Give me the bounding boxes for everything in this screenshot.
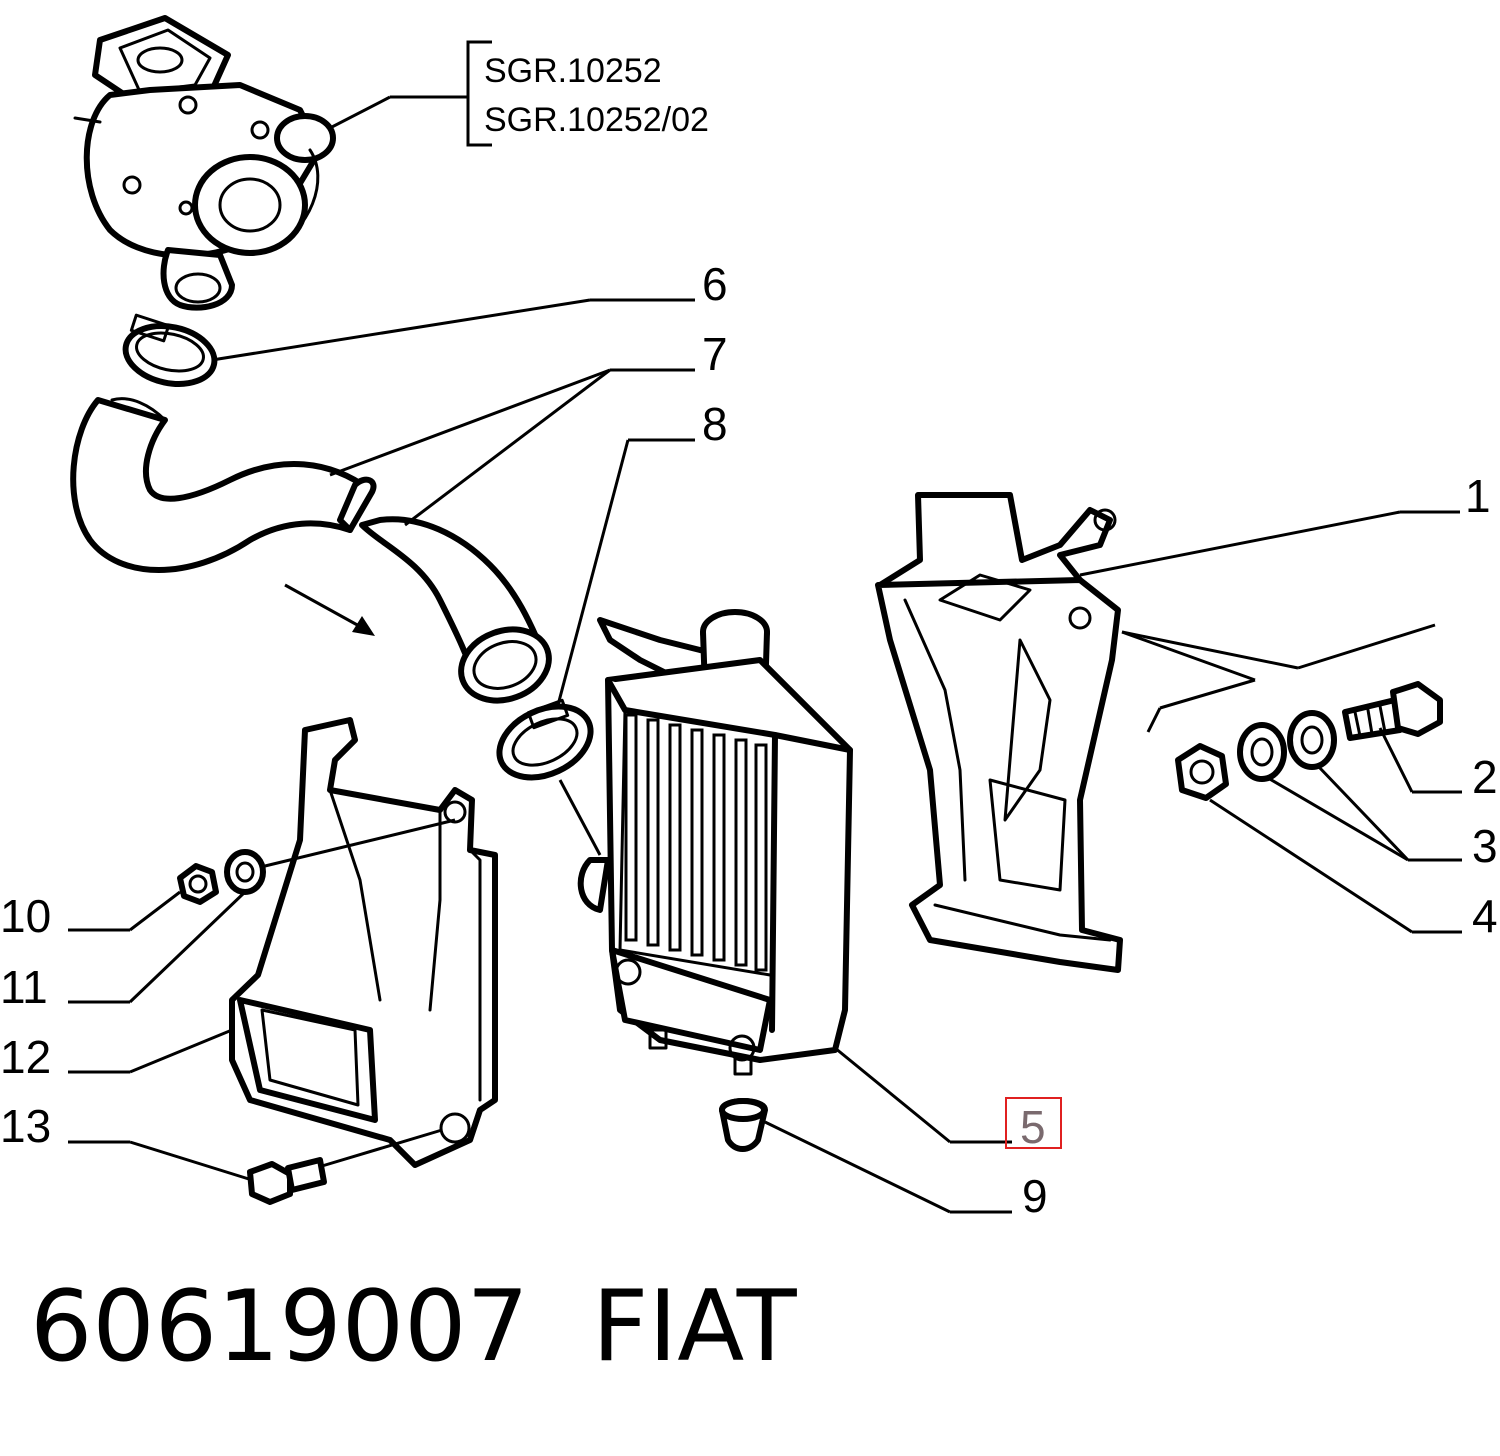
part-number: 60619007 [30,1270,529,1384]
mounting-bracket-drawing [875,492,1123,973]
callout-3: 3 [1472,820,1498,872]
callout-9: 9 [1022,1170,1048,1222]
turbocharger-drawing [73,15,336,311]
callout-2: 2 [1472,751,1498,803]
bolt-2-drawing [1342,681,1443,741]
hose-clamp-lower-drawing [496,698,594,781]
callout-13: 13 [0,1100,51,1152]
nut-4-drawing [1175,743,1229,801]
callout-7: 7 [702,328,728,380]
callout-12: 12 [0,1031,51,1083]
callout-11: 11 [0,961,48,1013]
callout-4: 4 [1472,890,1498,942]
washer-3a-drawing [1287,710,1337,770]
nut-10-drawing [177,863,219,905]
callout-5-highlighted: 5 [1020,1101,1046,1153]
bolt-13-drawing [247,1157,327,1205]
leader-lines [68,298,1462,1214]
washer-11-drawing [224,849,266,895]
grommet-9-drawing [719,1098,768,1152]
callout-labels: 1 2 3 4 5 6 7 8 9 10 11 12 13 [0,258,1498,1222]
flow-arrow [284,583,375,636]
brand-name: FIAT [592,1270,797,1384]
air-duct-drawing [229,717,498,1168]
intake-hose-drawing [70,397,552,704]
callout-8: 8 [702,398,728,450]
reference-code-1: SGR.10252 [484,52,662,90]
washer-3b-drawing [1237,722,1287,782]
reference-bracket: SGR.10252 SGR.10252/02 [329,40,709,147]
highlight-box [1005,1097,1062,1149]
callout-10: 10 [0,890,51,942]
hose-clamp-upper-drawing [122,313,218,387]
callout-1: 1 [1465,470,1491,522]
intercooler-fins [624,713,768,972]
intercooler-drawing [577,609,853,1076]
callout-6: 6 [702,258,728,310]
reference-code-2: SGR.10252/02 [484,101,709,139]
